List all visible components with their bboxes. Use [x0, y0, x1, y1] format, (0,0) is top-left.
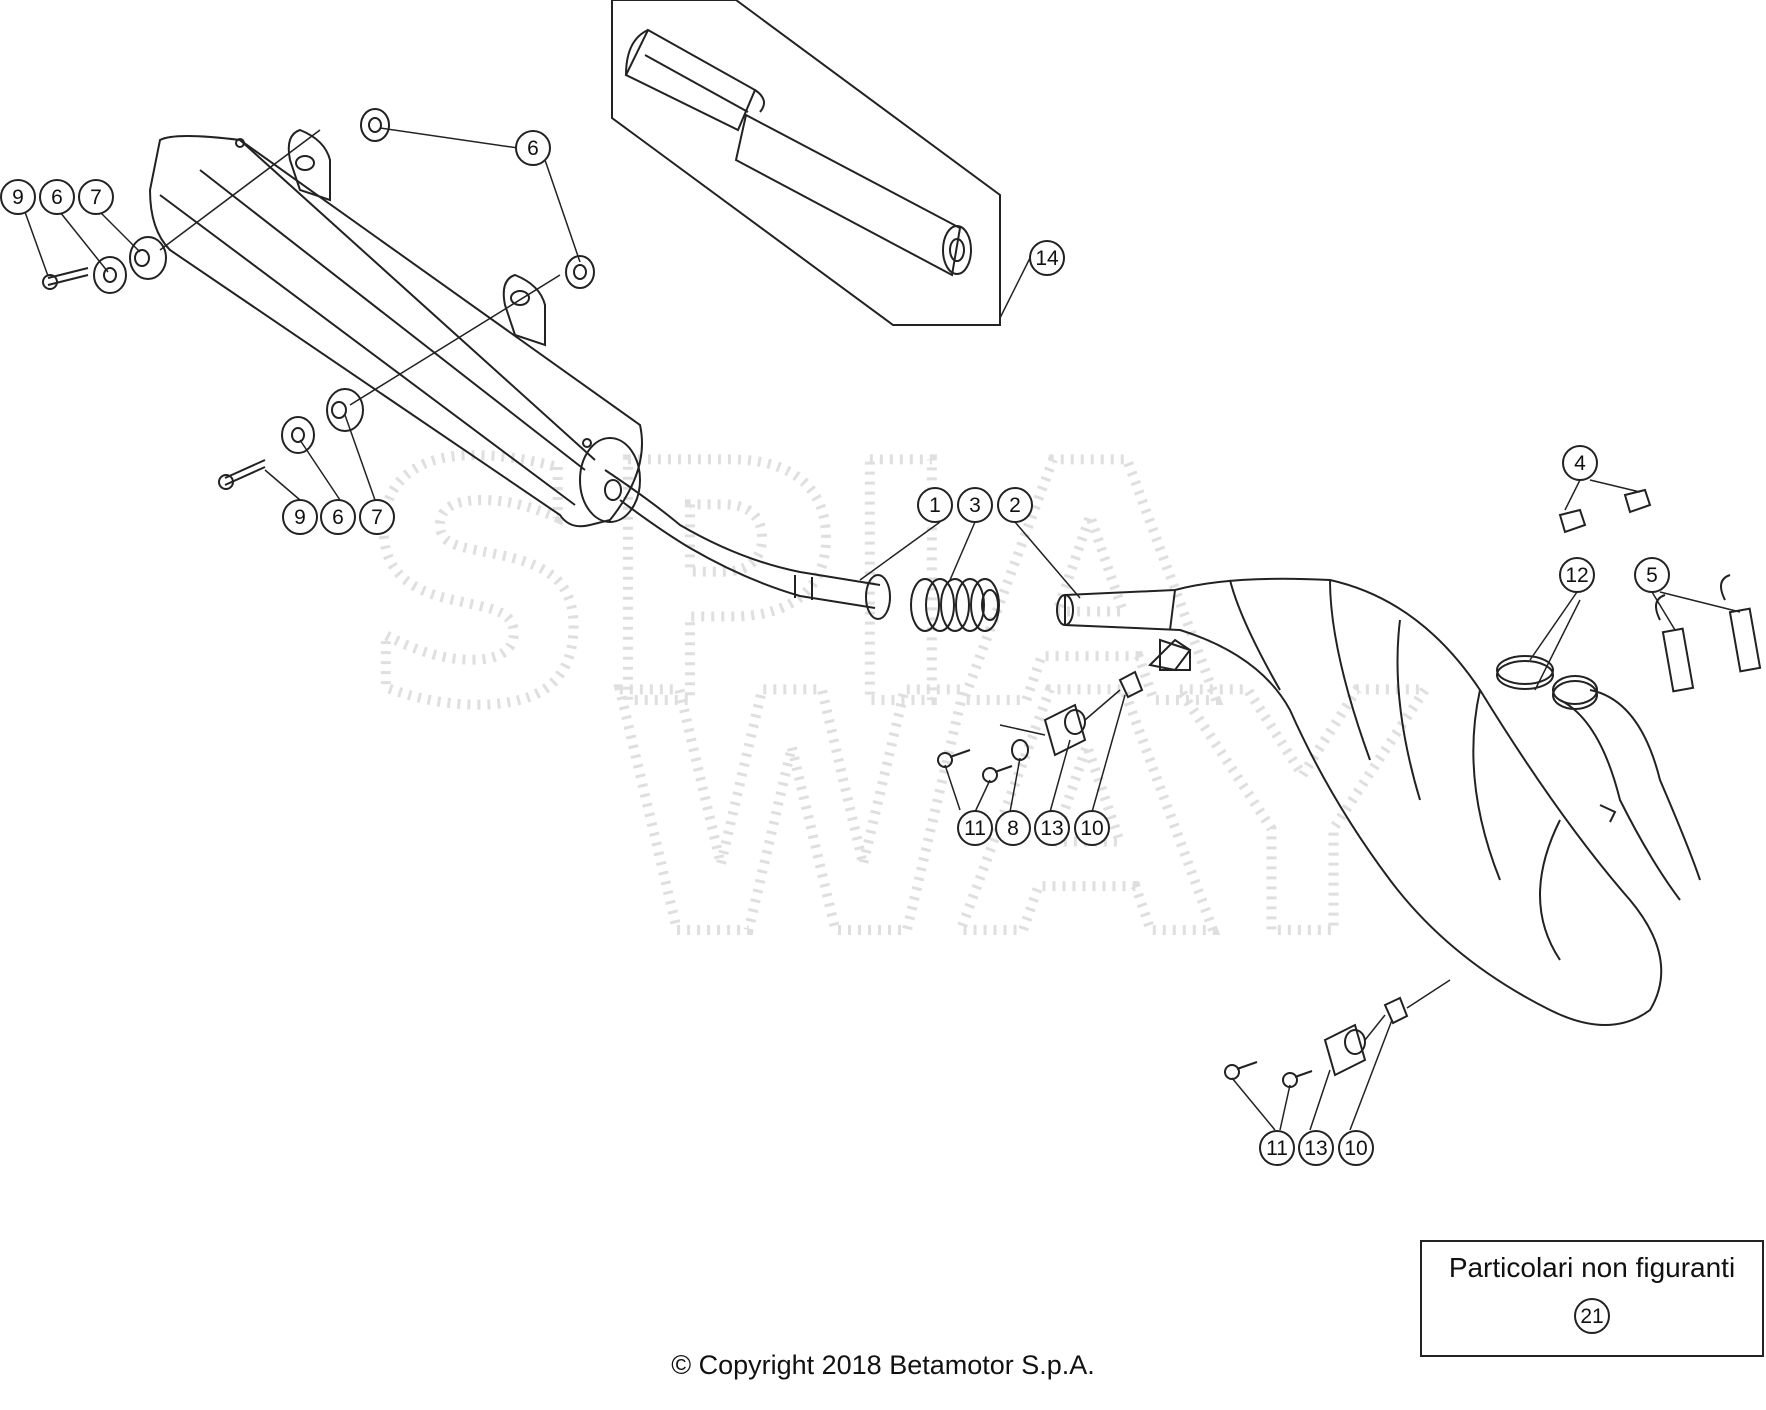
- callouts: 9 6 7 6 9 6 7 14: [0, 130, 1670, 1166]
- callout-1: 1: [917, 487, 953, 523]
- callout-label: 1: [929, 494, 941, 517]
- callout-label: 2: [1009, 494, 1021, 517]
- callout-label: 14: [1035, 247, 1059, 270]
- callout-label: 11: [1266, 1137, 1288, 1160]
- callout-6b: 6: [515, 130, 551, 166]
- callout-label: 4: [1574, 452, 1586, 475]
- callout-label: 5: [1646, 564, 1658, 587]
- callout-7a: 7: [78, 179, 114, 215]
- callout-6c: 6: [320, 499, 356, 535]
- callout-8: 8: [995, 810, 1031, 846]
- callout-6a: 6: [39, 179, 75, 215]
- silencer: [148, 128, 643, 528]
- callout-label: 6: [527, 137, 539, 160]
- seal-part-3: [910, 578, 1000, 632]
- callout-label: 10: [1080, 817, 1103, 840]
- callout-3: 3: [957, 487, 993, 523]
- not-shown-parts-box: Particolari non figuranti 21: [1420, 1240, 1764, 1357]
- callout-label: 10: [1344, 1137, 1367, 1160]
- callout-label: 13: [1304, 1137, 1327, 1160]
- leader-lines: [24, 127, 1741, 1131]
- not-shown-parts-title: Particolari non figuranti: [1448, 1252, 1736, 1283]
- callout-label: 12: [1565, 564, 1588, 587]
- hardware-lower: [1224, 996, 1409, 1088]
- callout-2: 2: [997, 487, 1033, 523]
- callout-7b: 7: [359, 499, 395, 535]
- callout-9a: 9: [0, 179, 36, 215]
- copyright: © Copyright 2018 Betamotor S.p.A.: [671, 1350, 1095, 1380]
- expansion-chamber: [1056, 577, 1701, 1026]
- callout-10a: 10: [1074, 810, 1110, 846]
- callout-11a: 11: [957, 810, 993, 846]
- callout-label: 9: [12, 186, 24, 209]
- packing-part-14: [624, 28, 972, 277]
- callout-label: 13: [1040, 817, 1063, 840]
- hardware-upper-left: [42, 108, 595, 490]
- callout-9b: 9: [282, 499, 318, 535]
- silencer-pipe: [604, 469, 891, 620]
- packing-inset: [611, 0, 1001, 326]
- callout-label: 6: [332, 506, 344, 529]
- callout-13a: 13: [1034, 810, 1070, 846]
- svg-text:SPIA: SPIA: [360, 394, 1220, 778]
- callout-label: 11: [964, 817, 986, 840]
- callout-13b: 13: [1298, 1130, 1334, 1166]
- hardware-mid: [937, 638, 1192, 783]
- callout-label: 7: [90, 186, 102, 209]
- callout-label: 7: [371, 506, 383, 529]
- callout-12: 12: [1559, 557, 1595, 593]
- watermark: SPIA WAY: [355, 389, 1430, 1013]
- callout-label: 3: [969, 494, 981, 517]
- callout-label: 8: [1007, 817, 1019, 840]
- callout-4: 4: [1562, 445, 1598, 481]
- not-shown-parts-number: 21: [1574, 1298, 1610, 1334]
- callout-11b: 11: [1259, 1130, 1295, 1166]
- callout-5: 5: [1634, 557, 1670, 593]
- callout-label: 6: [51, 186, 63, 209]
- callout-14: 14: [1029, 240, 1065, 276]
- callout-10b: 10: [1338, 1130, 1374, 1166]
- springs-and-clips: [1496, 488, 1762, 693]
- callout-label: 9: [294, 506, 306, 529]
